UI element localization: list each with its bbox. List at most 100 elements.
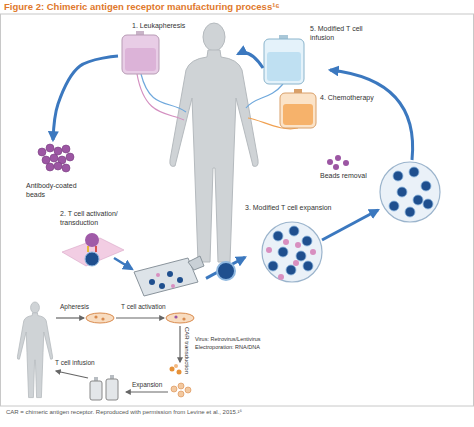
t-cell xyxy=(413,195,423,205)
node-text: 1. Leukapheresis xyxy=(132,22,202,31)
petri-dish xyxy=(86,313,114,323)
flow-arrow xyxy=(179,326,180,362)
node-text: 4. Chemotherapy xyxy=(320,94,380,103)
step-expansion: 3. Modified T cell expansion xyxy=(245,204,345,286)
tube xyxy=(137,74,184,120)
virus-particle xyxy=(174,364,178,368)
bead xyxy=(42,156,50,164)
purified-culture xyxy=(380,162,440,222)
t-cell xyxy=(405,207,415,217)
flow-arrow xyxy=(114,258,132,269)
petri-dish xyxy=(166,313,194,323)
bead xyxy=(46,163,54,171)
node-text: 3. Modified T cell expansion xyxy=(245,204,349,213)
infusion-bottle xyxy=(106,379,118,400)
cell xyxy=(174,315,177,318)
bag-liquid xyxy=(125,48,156,71)
t-cell xyxy=(278,247,288,257)
t-cell xyxy=(296,251,306,261)
leukapheresis-bag xyxy=(122,35,159,74)
flow-arrow xyxy=(330,70,413,160)
tube xyxy=(141,74,186,112)
flow-arrow xyxy=(126,391,168,392)
node-text: 5. Modified T cell infusion xyxy=(310,25,374,42)
step-label: Apheresis xyxy=(60,303,89,310)
bead xyxy=(343,160,349,166)
t-cell xyxy=(423,199,433,209)
node-text: 2. T cell activation/ transduction xyxy=(60,210,138,227)
tube xyxy=(246,84,283,108)
flow-arrow xyxy=(116,317,164,318)
cell xyxy=(178,383,184,389)
virus-particle xyxy=(177,370,182,375)
step-infusion: 5. Modified T cell infusion xyxy=(262,22,372,84)
step-chemotherapy: 4. Chemotherapy xyxy=(278,90,378,130)
bead xyxy=(62,145,70,153)
step-label: T cell infusion xyxy=(55,359,95,366)
virus-particle xyxy=(170,367,175,372)
t-cell xyxy=(302,236,312,246)
bead xyxy=(46,144,54,152)
bead xyxy=(62,164,70,172)
bead xyxy=(295,242,301,248)
bead xyxy=(293,260,299,266)
step-beads: Antibody-coated beads xyxy=(20,140,80,202)
flow-arrow xyxy=(56,371,88,378)
t-cell xyxy=(159,283,165,289)
infusion-bag xyxy=(264,39,304,84)
step-label: Expansion xyxy=(132,381,162,388)
t-cell xyxy=(397,187,407,197)
flow-arrow xyxy=(53,56,118,140)
cell xyxy=(101,317,104,320)
bead xyxy=(38,148,46,156)
bead xyxy=(54,147,62,155)
chemotherapy-bag xyxy=(280,93,316,128)
bag-liquid xyxy=(267,52,301,81)
cell xyxy=(178,391,184,397)
bead xyxy=(310,249,316,255)
node-text: Antibody-coated beads xyxy=(26,182,84,199)
step-leukapheresis: 1. Leukapheresis xyxy=(118,20,198,78)
t-cell xyxy=(421,181,431,191)
person-head xyxy=(31,302,40,313)
method-note: Electroporation: RNA/DNA xyxy=(195,344,260,350)
bead xyxy=(85,233,99,247)
bead xyxy=(283,239,289,245)
method-note: Virus: Retrovirus/Lentivirus xyxy=(195,336,261,342)
figure-frame xyxy=(1,14,474,406)
t-cell xyxy=(149,279,155,285)
cell xyxy=(182,317,185,320)
bead xyxy=(333,164,339,170)
cell xyxy=(171,386,177,392)
culture-flask xyxy=(134,258,198,296)
bead xyxy=(156,273,160,277)
person-body xyxy=(17,313,52,398)
bead xyxy=(327,159,333,165)
bead xyxy=(50,154,58,162)
cell xyxy=(185,387,191,393)
modified-t-cell xyxy=(217,262,235,280)
step-label: Beads removal xyxy=(320,172,367,180)
bead xyxy=(335,155,341,161)
flow-arrow xyxy=(238,53,263,68)
flow-arrow xyxy=(56,317,84,318)
t-cell xyxy=(273,231,283,241)
flow-arrow xyxy=(322,210,378,240)
flask-neck xyxy=(188,256,204,270)
receptor xyxy=(87,246,89,252)
t-cell xyxy=(393,171,403,181)
infusion-bottle xyxy=(90,381,102,400)
bead xyxy=(266,247,272,253)
step-label: CAR transduction xyxy=(183,327,190,374)
t-cell xyxy=(85,252,99,266)
bead xyxy=(171,284,175,288)
step-label: T cell activation xyxy=(121,303,166,310)
t-cell xyxy=(303,261,313,271)
t-cell xyxy=(286,265,296,275)
person-head xyxy=(203,23,225,51)
step-activation: 2. T cell activation/ transduction xyxy=(56,208,206,296)
bottle-neck xyxy=(94,377,98,381)
bag-liquid xyxy=(283,104,313,125)
figure-title: Figure 2: Chimeric antigen receptor manu… xyxy=(4,1,280,12)
bead xyxy=(66,153,74,161)
